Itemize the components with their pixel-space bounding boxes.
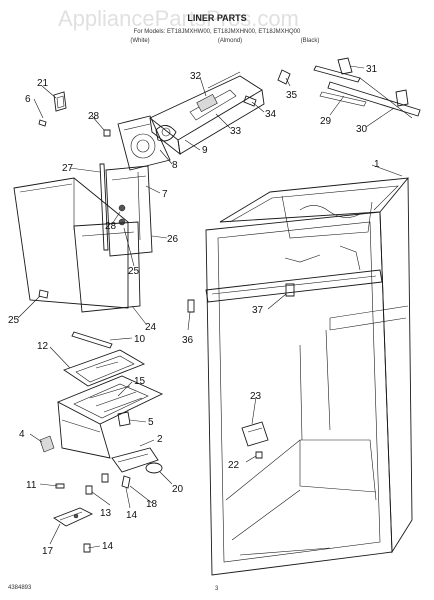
hinge-17 [53,507,94,527]
clip-5 [117,411,131,427]
color-white: (White) [130,38,149,44]
callout-22: 22 [228,460,240,471]
callout-20: 20 [172,484,184,495]
freezer-back-panel [13,177,141,313]
callout-25-lower: 25 [8,315,20,326]
screw-36 [187,299,195,313]
lamp-assembly [111,447,163,489]
callout-6: 6 [25,94,31,105]
callout-10: 10 [134,334,146,345]
callout-27: 27 [62,163,74,174]
part-code: 4384893 [8,585,32,591]
color-black: (Black) [301,38,320,44]
clip-37 [285,283,295,297]
page-number: 3 [215,586,219,592]
callout-12: 12 [37,341,49,352]
part-23 [241,421,269,447]
callout-36: 36 [182,335,194,346]
diagram-title: LINER PARTS [187,13,246,23]
control-housing [149,69,291,156]
tray-12 [63,349,146,387]
callout-31: 31 [366,64,378,75]
callout-8: 8 [172,160,178,171]
evaporator-cover [117,115,171,171]
callout-1: 1 [374,159,380,170]
shelf-rails [313,57,421,119]
side-bracket [99,163,153,257]
housing-15 [56,375,164,459]
callout-14-upper: 14 [126,510,138,521]
callout-13: 13 [100,508,112,519]
callout-5: 5 [148,417,154,428]
callout-2: 2 [157,434,163,445]
callout-28-upper: 28 [88,111,100,122]
callout-26: 26 [167,234,179,245]
callout-25-upper: 25 [128,266,140,277]
callout-30: 30 [356,124,368,135]
screw-25-lower [38,289,49,299]
callout-21: 21 [37,78,49,89]
light-bracket [53,91,67,112]
callout-24: 24 [145,322,157,333]
callout-35: 35 [286,90,298,101]
cube-4 [39,435,55,453]
callout-15: 15 [134,376,146,387]
screw-6 [38,119,47,127]
screw-14-lower [83,543,91,553]
screw-14-upper [101,473,109,483]
screw-28-upper [103,129,111,137]
callout-11: 11 [26,480,37,491]
callout-9: 9 [202,145,208,156]
callout-29: 29 [320,116,332,127]
screw-11 [55,483,65,489]
watermark: AppliancePartsPros.com [58,6,299,31]
callout-17: 17 [42,546,54,557]
callout-37: 37 [252,305,264,316]
callout-4: 4 [19,429,25,440]
callout-28-lower: 28 [105,221,117,232]
color-almond: (Almond) [218,38,242,44]
callout-18: 18 [146,499,158,510]
callout-7: 7 [162,189,168,200]
callout-14-lower: 14 [102,541,114,552]
cabinet-liner [205,177,413,576]
model-list: For Models: ET18JMXHW00, ET18JMXHN00, ET… [134,29,301,35]
callout-33: 33 [230,126,242,137]
screw-13 [85,485,93,495]
strip-10 [71,331,113,349]
screw-22 [255,451,263,459]
callout-34: 34 [265,109,277,120]
callout-23: 23 [250,391,262,402]
callout-32: 32 [190,71,202,82]
callout-labels: 1 2 4 5 6 7 8 9 10 11 12 13 14 14 15 17 … [8,64,380,557]
leader-lines [17,65,403,549]
